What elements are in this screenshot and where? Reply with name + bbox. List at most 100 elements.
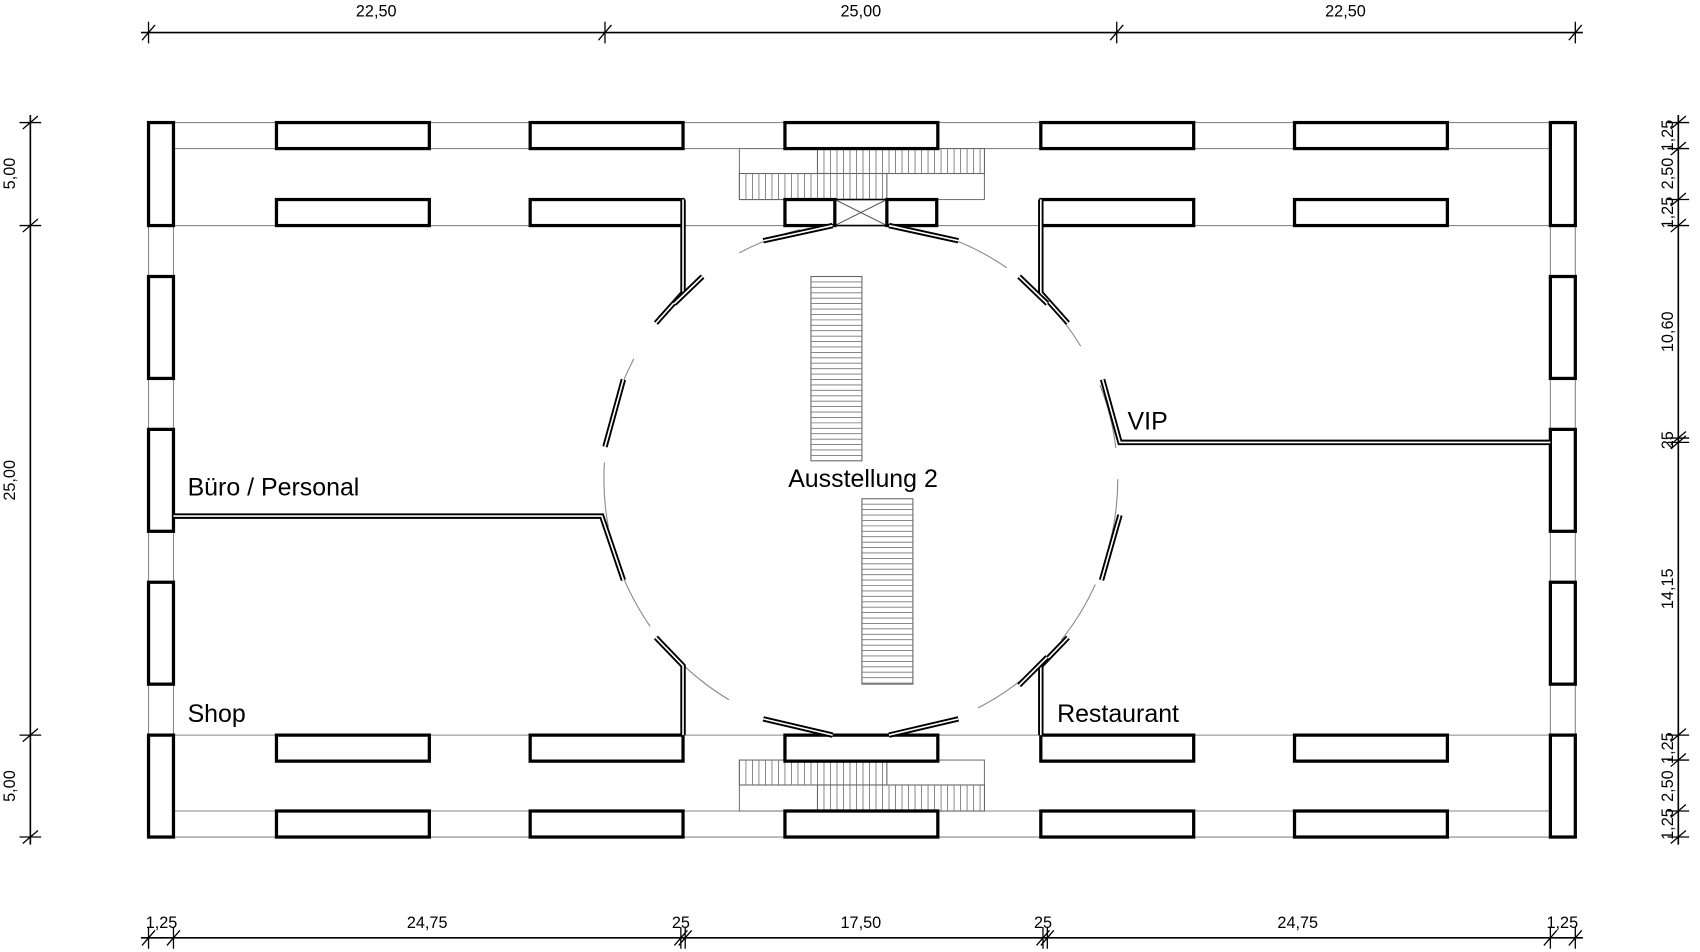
room-label-shop: Shop (188, 700, 246, 728)
pier (1039, 120, 1196, 151)
elevator-cross (834, 199, 888, 227)
wall-core (173, 515, 625, 581)
dimension-label-right: 10,60 (1659, 311, 1677, 352)
dimension-tick (1667, 192, 1690, 207)
dimension-tick (678, 927, 693, 949)
dimension-label-right: 14,15 (1659, 568, 1677, 609)
dimension-label-right: 2,50 (1659, 770, 1677, 802)
dimension-tick (141, 927, 156, 949)
pier (528, 120, 685, 151)
wall-core (1018, 275, 1048, 305)
dimension-label-bottom: 24,75 (1277, 914, 1318, 932)
pier (528, 733, 685, 763)
stair-center-lower (861, 498, 914, 685)
dimension-label-top: 22,50 (356, 2, 397, 20)
dimension-label-right: 2,50 (1659, 158, 1677, 190)
pier (1039, 197, 1196, 228)
dimension-label-right: 25 (1659, 431, 1677, 449)
wall-core (1101, 379, 1551, 444)
pier (1292, 120, 1450, 151)
stair-top-upper (816, 148, 985, 175)
room-label-office: Büro / Personal (188, 474, 360, 502)
dimension-tick (19, 115, 42, 130)
pier (1292, 809, 1450, 839)
wall-core (673, 275, 704, 305)
pier (146, 580, 176, 686)
dimension-label-right: 1,25 (1659, 732, 1677, 764)
dimension-label-top: 25,00 (841, 2, 882, 20)
dimension-label-bottom: 1,25 (146, 914, 178, 932)
pier (146, 120, 176, 228)
pier (146, 274, 176, 381)
stair-bottom-upper (738, 759, 888, 786)
dimension-tick (1568, 927, 1583, 949)
dimension-tick (1667, 753, 1690, 768)
pier (783, 197, 837, 228)
dimension-label-right: 1,25 (1659, 197, 1677, 229)
dimension-label-bottom: 24,75 (407, 914, 448, 932)
pier (1292, 197, 1450, 228)
pier (146, 427, 176, 533)
dimension-label-left: 5,00 (1, 770, 19, 802)
pier (528, 197, 685, 228)
dimension-tick (1667, 830, 1690, 845)
dimension-tick (1667, 728, 1690, 743)
pier (1548, 274, 1577, 381)
dimension-tick (1568, 21, 1583, 44)
dimension-tick (1667, 115, 1690, 130)
stair-top-lower (738, 172, 888, 201)
dimension-label-top: 22,50 (1325, 2, 1366, 20)
dimension-tick (1667, 804, 1690, 819)
dimension-label-bottom: 17,50 (841, 914, 882, 932)
pier (274, 120, 431, 151)
pier (146, 733, 176, 839)
pier (1039, 733, 1196, 763)
dimension-tick (1667, 435, 1690, 450)
pier (783, 733, 940, 763)
structure (146, 120, 1577, 839)
pier (783, 809, 940, 839)
pier (274, 733, 431, 763)
wall (173, 513, 626, 581)
dimension-label-right: 1,25 (1659, 808, 1677, 840)
dimension-tick (597, 21, 612, 44)
wall-core (1040, 199, 1069, 324)
wall-core (655, 636, 684, 736)
dimension-label-left: 5,00 (1, 158, 19, 190)
dimension-label-bottom: 25 (672, 914, 690, 932)
pier (274, 809, 431, 839)
pier (1039, 809, 1196, 839)
pier (274, 197, 431, 228)
room-label-restaurant: Restaurant (1057, 700, 1179, 728)
dimension-tick (1040, 927, 1055, 949)
pier (885, 197, 939, 228)
dimension-tick (1109, 21, 1124, 44)
wall-core (888, 224, 959, 242)
pier (1548, 427, 1577, 533)
wall (1100, 378, 1551, 446)
dimension-tick (1667, 141, 1690, 156)
dimension-label-bottom: 1,25 (1546, 914, 1578, 932)
dimension-tick (141, 21, 156, 44)
pier (1292, 733, 1450, 763)
wall-core (888, 718, 959, 736)
pier (528, 809, 685, 839)
dimension-tick (1543, 927, 1558, 949)
pier (1548, 580, 1577, 686)
dimension-label-left: 25,00 (1, 460, 19, 501)
wall-core (604, 379, 625, 447)
wall-core (763, 718, 833, 736)
dimension-tick (19, 728, 42, 743)
pier (783, 120, 940, 151)
wall-core (1018, 656, 1048, 686)
dimension-tick (19, 218, 42, 233)
wall-core (1100, 514, 1121, 581)
dimension-tick (19, 830, 42, 845)
pier (1548, 733, 1577, 839)
dimension-label-bottom: 25 (1034, 914, 1052, 932)
dimension-tick (1667, 218, 1690, 233)
stair-bottom-lower (816, 784, 985, 812)
dimension-label-right: 1,25 (1659, 120, 1677, 152)
